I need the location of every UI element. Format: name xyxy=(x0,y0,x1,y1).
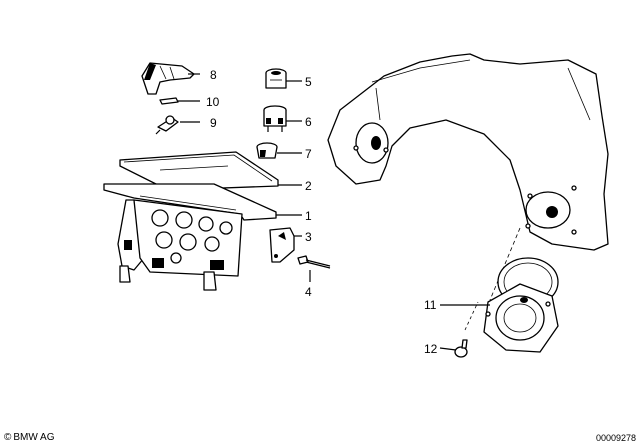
callout-7: 7 xyxy=(305,147,312,161)
callout-12: 12 xyxy=(424,342,438,356)
copyright-symbol: © xyxy=(4,432,12,443)
callout-6: 6 xyxy=(305,115,312,129)
part-1-housing xyxy=(103,183,277,291)
part-10-spacer xyxy=(159,97,179,105)
callout-11: 11 xyxy=(424,298,437,312)
callout-1: 1 xyxy=(305,209,312,223)
copyright-notice: © BMW AG xyxy=(4,432,55,443)
part-5-socket xyxy=(265,68,287,89)
leader-lines xyxy=(178,73,490,351)
part-4-pin xyxy=(297,255,331,269)
part-8-clip xyxy=(141,62,195,95)
callout-3: 3 xyxy=(305,230,312,244)
part-11-speaker-frame xyxy=(483,283,559,353)
callout-8: 8 xyxy=(210,68,217,82)
callout-5: 5 xyxy=(305,75,312,89)
part-2-cover-plate xyxy=(119,151,279,191)
part-12-screw xyxy=(454,301,479,358)
part-7-cap xyxy=(256,142,278,159)
callout-2: 2 xyxy=(305,179,312,193)
callout-10: 10 xyxy=(206,95,220,109)
trim-panel xyxy=(327,53,609,301)
brand-name: BMW AG xyxy=(13,432,55,443)
part-9-screw xyxy=(155,115,179,135)
image-number: 00009278 xyxy=(595,433,636,443)
part-6-socket-housing xyxy=(263,105,287,132)
callout-numbers: 8 10 9 5 6 7 2 1 3 4 11 12 xyxy=(206,68,438,356)
callout-9: 9 xyxy=(210,116,217,130)
callout-4: 4 xyxy=(305,285,312,299)
part-3-bracket xyxy=(269,227,295,263)
